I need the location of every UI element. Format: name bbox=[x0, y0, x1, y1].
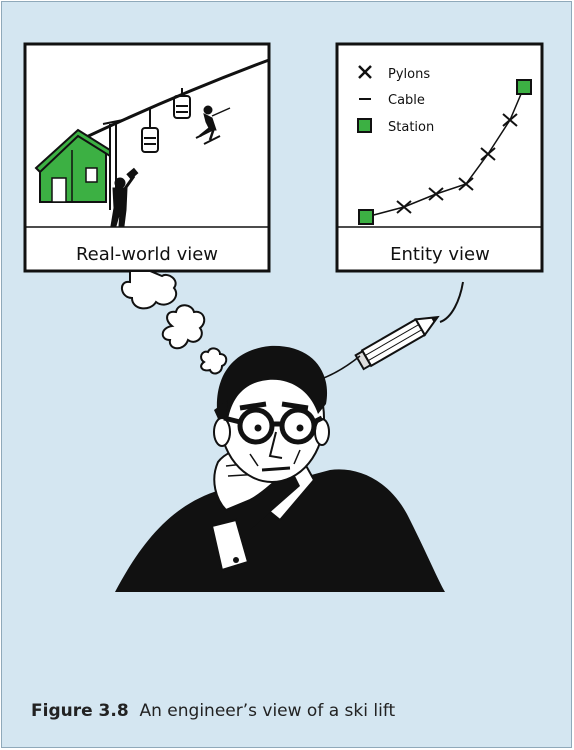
station-legend-icon bbox=[358, 119, 371, 132]
entity-view-label: Entity view bbox=[390, 244, 490, 265]
figure-caption: Figure 3.8 An engineer’s view of a ski l… bbox=[31, 701, 395, 721]
legend-pylons-label: Pylons bbox=[388, 67, 430, 82]
thought-bubble bbox=[122, 271, 226, 373]
entity-box: Entity view Pylons Cable Station bbox=[337, 44, 542, 322]
real-world-label: Real-world view bbox=[76, 244, 218, 265]
pencil-icon bbox=[355, 309, 442, 370]
legend-station-label: Station bbox=[388, 120, 434, 135]
pencil-trace-line bbox=[440, 282, 463, 322]
figure-number: Figure 3.8 bbox=[31, 701, 129, 721]
real-world-box: Real-world view bbox=[25, 44, 269, 373]
figure-caption-text: An engineer’s view of a ski lift bbox=[139, 701, 395, 721]
engineer-figure bbox=[115, 346, 445, 592]
station-marker bbox=[359, 210, 373, 224]
station-marker bbox=[517, 80, 531, 94]
legend-cable-label: Cable bbox=[388, 93, 425, 108]
